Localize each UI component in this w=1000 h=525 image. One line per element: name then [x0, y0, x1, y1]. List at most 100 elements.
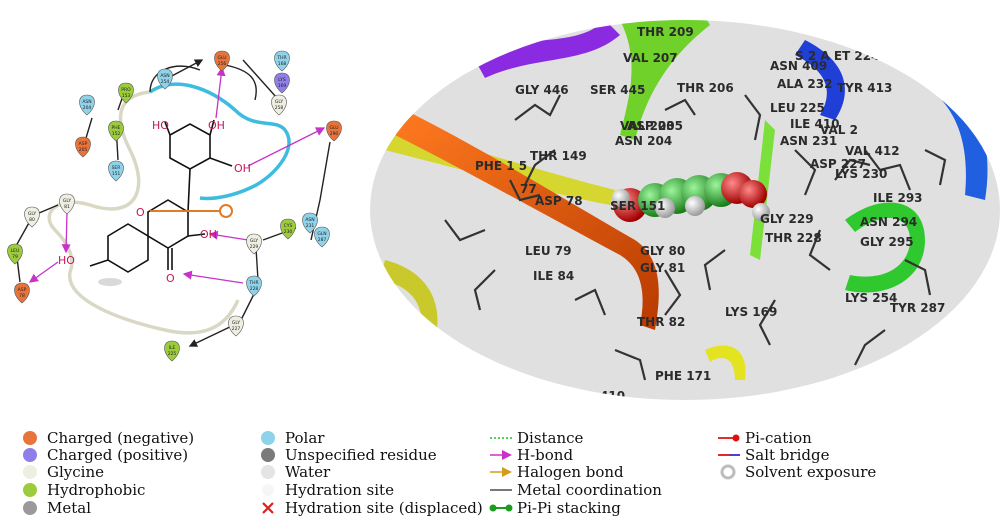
- legend-label: Water: [285, 463, 331, 481]
- residue-label-3d: PHE 1 5: [475, 159, 527, 173]
- residue-name: ASN: [305, 217, 314, 223]
- residue-label-3d: VAL 207: [623, 51, 678, 65]
- residue-number: 228: [250, 286, 259, 292]
- legend-item: Solvent exposure: [720, 463, 876, 481]
- atom-label-ho-top: HO: [152, 119, 169, 132]
- residue-name: SER: [112, 165, 121, 171]
- atom-label-o-carbonyl: O: [166, 272, 175, 285]
- residue-number: 169: [278, 83, 287, 89]
- orange-arrow-icon: [490, 467, 512, 477]
- legend-item: Hydrophobic: [23, 481, 145, 499]
- legend-label: Halogen bond: [517, 463, 624, 481]
- residue-number: 79: [12, 254, 18, 260]
- ribbon-yellow-bottom: [705, 345, 746, 380]
- legend-item: Unspecified residue: [261, 446, 437, 464]
- residue-label-3d: TYR 287: [890, 301, 945, 315]
- legend-item: Charged (positive): [23, 446, 188, 464]
- residue-name: GLY: [275, 99, 283, 105]
- atom-label-oh-benzo: HO: [58, 254, 75, 267]
- residue-label-3d: ILE 293: [873, 191, 923, 205]
- residue-label-3d: VAL 412: [845, 144, 900, 158]
- legend-item: Pi-cation: [718, 429, 812, 447]
- legend-label: Metal coordination: [517, 481, 662, 499]
- legend-label: Pi-cation: [745, 429, 812, 447]
- residue-label-3d: ASN 294: [860, 215, 917, 229]
- residue-name: THR: [276, 55, 286, 61]
- residue-number: 230: [284, 229, 293, 235]
- residue-name: GLU: [217, 55, 226, 61]
- atom-label-o-ring: O: [136, 206, 145, 219]
- residue-number: 256: [218, 61, 227, 67]
- positive-circle-icon: [23, 448, 37, 462]
- residue-label-3d: LYS 254: [845, 291, 897, 305]
- residue-number: 231: [306, 223, 315, 229]
- residue-name: ASN: [160, 73, 169, 79]
- residue-number: 204: [83, 105, 92, 111]
- residue-stick: [664, 98, 696, 116]
- ribbon-orange: [395, 110, 659, 330]
- legend-label: Charged (negative): [47, 429, 194, 447]
- ribbon-purple: [475, 20, 620, 78]
- residue-label-3d: VAL 2: [820, 123, 858, 137]
- legend-label: Distance: [517, 429, 584, 447]
- residue-nodes: GLU256THR168LYS169ASN254PRO153GLY258ASN2…: [7, 50, 342, 362]
- residue-stick: [703, 249, 726, 291]
- legend-item: Hydration site: [262, 481, 394, 499]
- pocket-outline-solvent: [149, 82, 291, 201]
- water-circle-icon: [261, 465, 275, 479]
- residue-stick: [614, 348, 647, 381]
- legend-label: Pi-Pi stacking: [517, 499, 621, 517]
- residue-label-3d: THR 149: [530, 149, 587, 163]
- residue-stick: [854, 329, 886, 366]
- residue-label-3d: SER 151: [610, 199, 665, 213]
- residue-label-3d: GLY 81: [640, 261, 685, 275]
- legend-item: Salt bridge: [718, 446, 830, 464]
- legend-item: Metal: [23, 499, 91, 517]
- legend-item: Glycine: [23, 463, 104, 481]
- residue-label-3d: TYR 413: [837, 81, 892, 95]
- residue-label-3d: ASN 409: [770, 59, 827, 73]
- pi-stacking-ring-marker: [219, 204, 233, 218]
- residue-stick: [524, 149, 556, 186]
- legend-label: Unspecified residue: [285, 446, 437, 464]
- residue-stick: [514, 94, 561, 121]
- residue-number: 225: [168, 351, 177, 357]
- legend-item: Charged (negative): [23, 429, 194, 447]
- hbond-arrows: [28, 66, 326, 284]
- residue-number: 152: [112, 131, 121, 137]
- residue-name: GLY: [28, 211, 36, 217]
- solvent-exposure-halo: [98, 278, 122, 286]
- glycine-circle-icon: [23, 465, 37, 479]
- legend-item: Pi-Pi stacking: [489, 499, 621, 517]
- residue-stick: [808, 229, 831, 271]
- residue-number: 227: [232, 326, 241, 332]
- pocket-outline-polar: [47, 90, 240, 335]
- ribbon-green-top: [620, 20, 710, 140]
- residue-label-3d: THR 209: [637, 25, 694, 39]
- residue-label-3d: LEU 225: [770, 101, 825, 115]
- residue-label-3d: LEU 79: [525, 244, 571, 258]
- legend-item: Hydration site (displaced): [262, 499, 483, 517]
- displaced-cross-icon: [262, 502, 274, 514]
- legend-item: Water: [261, 463, 331, 481]
- legend-label: H-bond: [517, 446, 573, 464]
- legend-label: Polar: [285, 429, 325, 447]
- legend-label: Hydrophobic: [47, 481, 145, 499]
- residue-name: GLN: [317, 231, 326, 237]
- residue-stick: [794, 149, 817, 196]
- residue-number: 287: [318, 237, 327, 243]
- residue-label-3d: PHE 171: [655, 369, 711, 383]
- atom-label-oh-chromone: OH: [200, 228, 217, 241]
- legend-label: Metal: [47, 499, 91, 517]
- residue-number: 205: [79, 147, 88, 153]
